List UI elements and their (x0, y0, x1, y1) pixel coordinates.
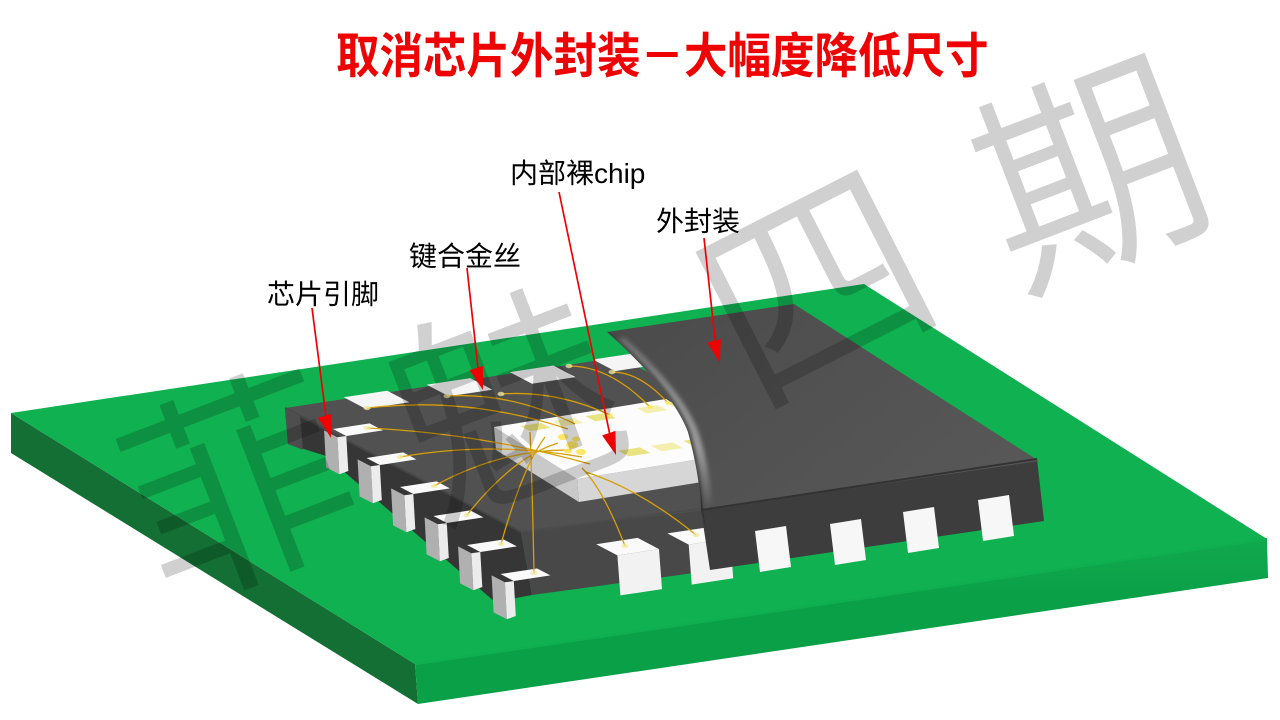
svg-text:chip: chip (594, 158, 645, 189)
